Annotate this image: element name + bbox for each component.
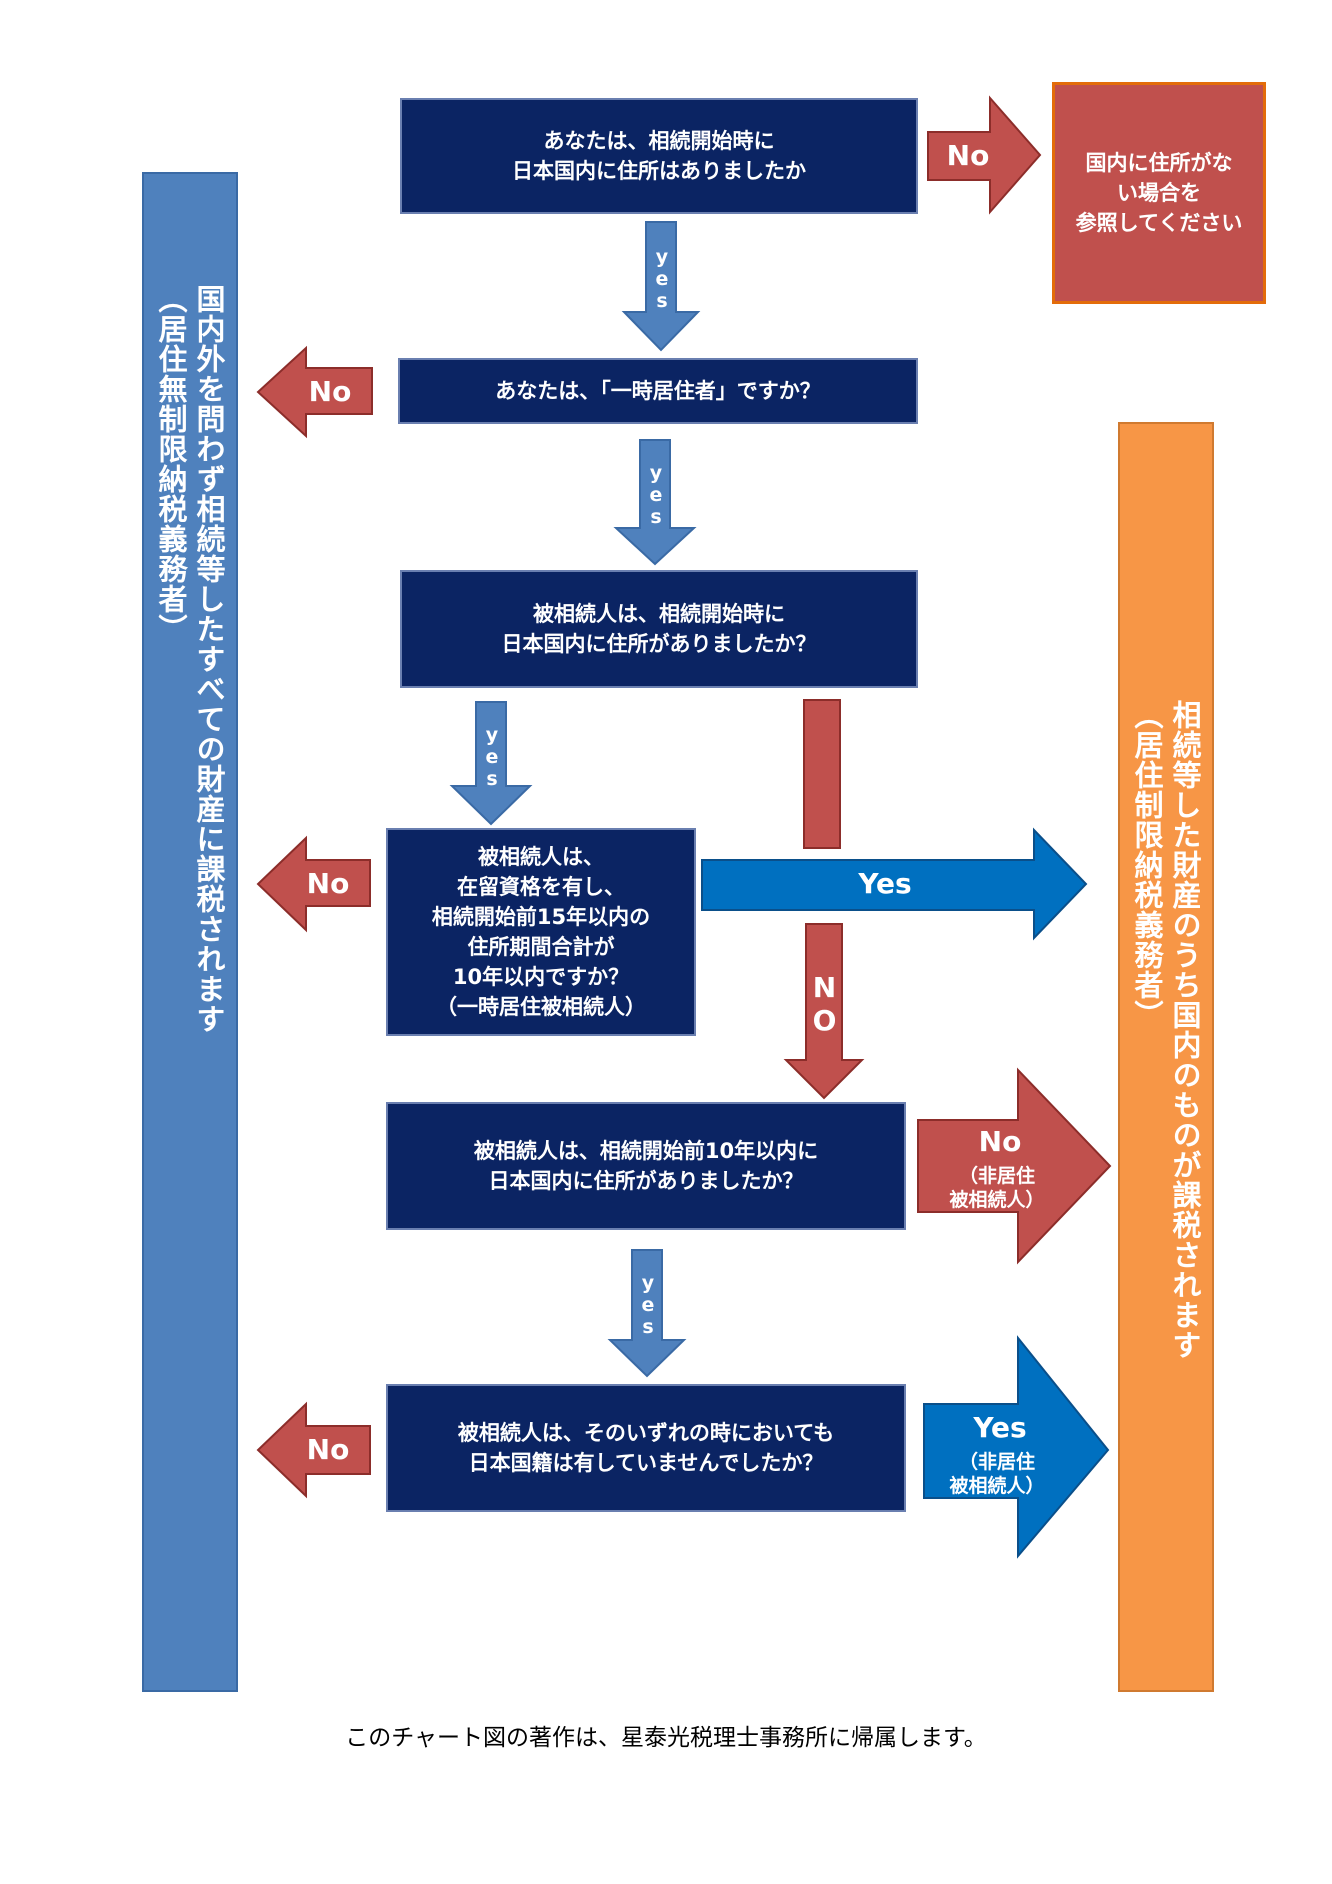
yes-label-q4: Yes	[858, 867, 912, 900]
question-decedent-address: 被相続人は、相続開始時に 日本国内に住所がありましたか？	[400, 570, 918, 688]
unlimited-taxpayer-bar: 国内外を問わず相続等したすべての財産に課税されます （居住無制限納税義務者）	[142, 172, 238, 1692]
unlimited-taxpayer-line2: （居住無制限納税義務者）	[154, 284, 188, 644]
no-arrow-q2	[256, 345, 373, 439]
question-decedent-nationality: 被相続人は、そのいずれの時においても 日本国籍は有していませんでしたか？	[386, 1384, 906, 1512]
non-resident-label-q5: （非居住 被相続人）	[949, 1165, 1045, 1211]
question-temporary-resident-text: あなたは、「一時居住者」ですか？	[495, 379, 821, 403]
yes-label-1: yes	[651, 246, 673, 312]
yes-arrow-q4-right	[701, 827, 1088, 941]
limited-taxpayer-bar: 相続等した財産のうち国内のものが課税されます （居住制限納税義務者）	[1118, 422, 1214, 1692]
outcome-no-domestic-address: 国内に住所がな い場合を 参照してください	[1052, 82, 1266, 304]
no-arrow-top	[927, 95, 1042, 215]
unlimited-taxpayer-text: 国内外を問わず相続等したすべての財産に課税されます （居住無制限納税義務者）	[152, 284, 228, 1690]
limited-taxpayer-line1: 相続等した財産のうち国内のものが課税されます	[1168, 700, 1202, 1360]
question-temporary-decedent: 被相続人は、 在留資格を有し、 相続開始前15年以内の 住所期間合計が 10年以…	[386, 828, 696, 1036]
yes-arrow-2	[613, 439, 697, 566]
question-temporary-decedent-text: 被相続人は、 在留資格を有し、 相続開始前15年以内の 住所期間合計が 10年以…	[431, 845, 651, 1019]
non-resident-label-q6: （非居住 被相続人）	[949, 1451, 1045, 1497]
no-arrow-q6	[256, 1401, 371, 1499]
question-heir-address-text: あなたは、相続開始時に 日本国内に住所はありましたか	[512, 129, 806, 183]
yes-arrow-4	[607, 1249, 687, 1378]
copyright-footer: このチャート図の著作は、星泰光税理士事務所に帰属します。	[345, 1725, 987, 1751]
no-label-q5: No	[978, 1125, 1022, 1158]
question-heir-address: あなたは、相続開始時に 日本国内に住所はありましたか	[400, 98, 918, 214]
no-arrow-q5-right	[917, 1067, 1112, 1265]
no-arrow-down	[783, 923, 865, 1100]
yes-label-3: yes	[481, 724, 503, 790]
no-label-q2: No	[308, 375, 352, 408]
question-decedent-10years-text: 被相続人は、相続開始前10年以内に 日本国内に住所がありましたか？	[473, 1139, 819, 1193]
no-label-q4: No	[306, 867, 350, 900]
question-decedent-nationality-text: 被相続人は、そのいずれの時においても 日本国籍は有していませんでしたか？	[457, 1421, 835, 1475]
yes-label-q6: Yes	[973, 1411, 1027, 1444]
yes-label-2: yes	[645, 462, 667, 528]
question-temporary-resident: あなたは、「一時居住者」ですか？	[398, 358, 918, 424]
outcome-no-domestic-address-text: 国内に住所がな い場合を 参照してください	[1075, 151, 1243, 235]
no-label-top: No	[946, 139, 990, 172]
no-label-q6: No	[306, 1433, 350, 1466]
no-label-vertical: NO	[808, 971, 841, 1037]
yes-label-4: yes	[637, 1272, 659, 1338]
yes-arrow-3	[449, 701, 533, 826]
yes-arrow-1	[621, 221, 701, 352]
limited-taxpayer-text: 相続等した財産のうち国内のものが課税されます （居住制限納税義務者）	[1128, 700, 1204, 1690]
yes-arrow-q6-right	[923, 1335, 1110, 1559]
question-decedent-10years: 被相続人は、相続開始前10年以内に 日本国内に住所がありましたか？	[386, 1102, 906, 1230]
no-branch-bar	[803, 699, 841, 849]
limited-taxpayer-line2: （居住制限納税義務者）	[1130, 700, 1164, 1030]
question-decedent-address-text: 被相続人は、相続開始時に 日本国内に住所がありましたか？	[501, 602, 817, 656]
unlimited-taxpayer-line1: 国内外を問わず相続等したすべての財産に課税されます	[192, 284, 226, 1034]
no-arrow-q4	[256, 835, 371, 933]
